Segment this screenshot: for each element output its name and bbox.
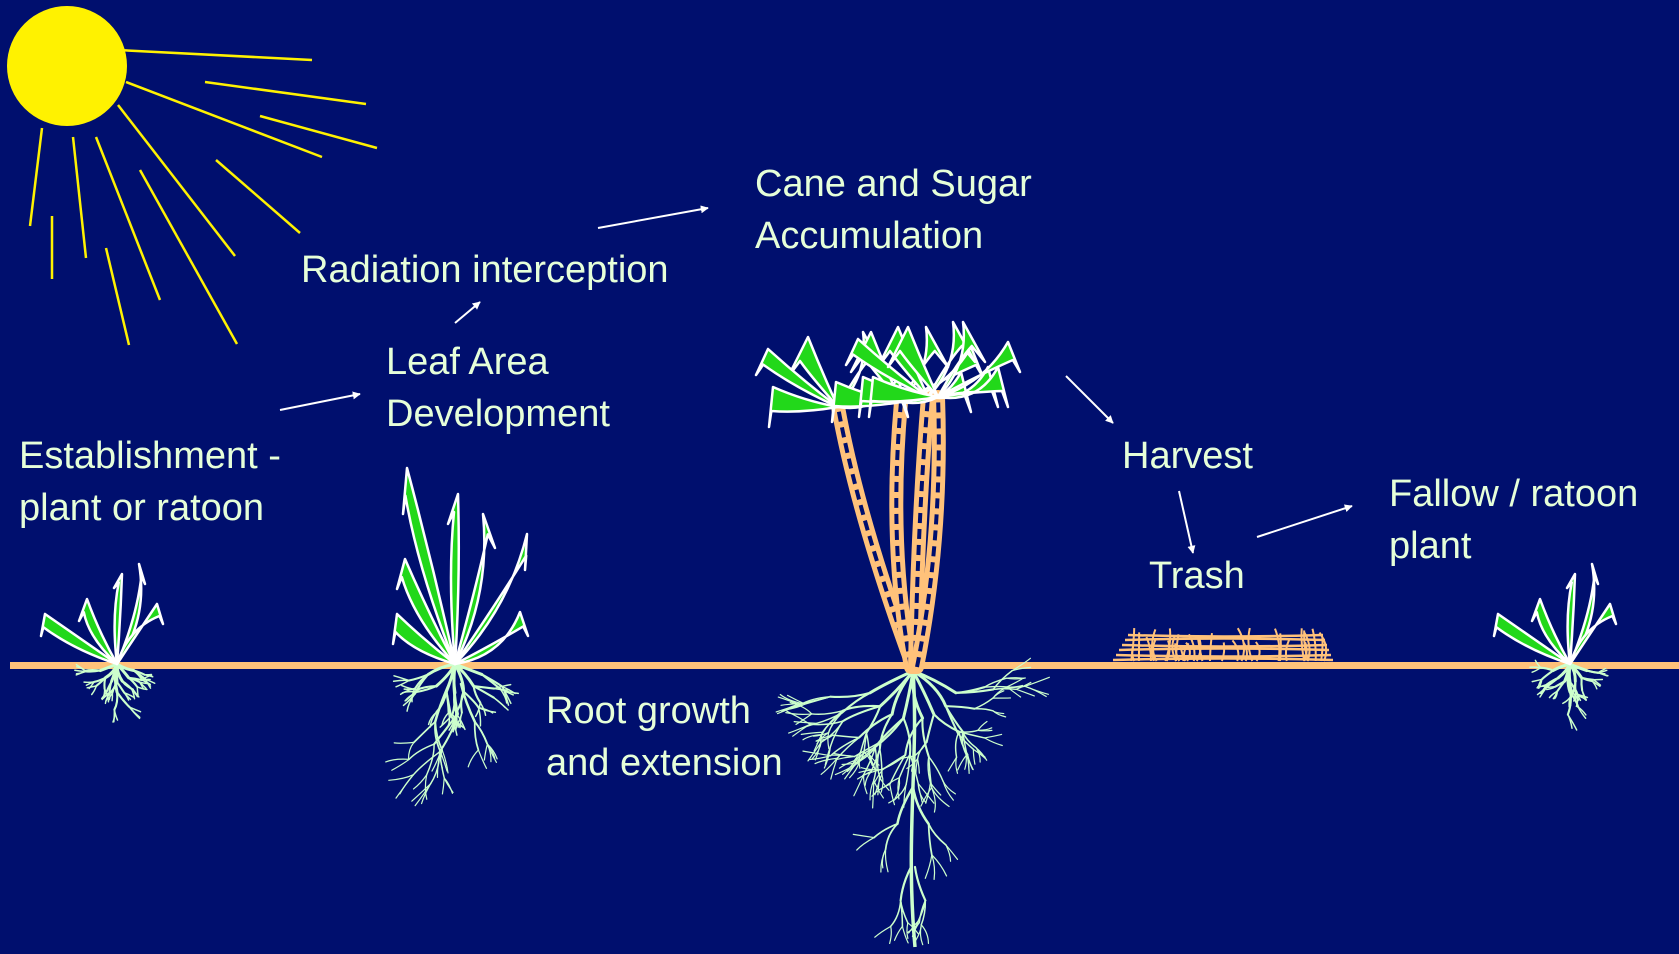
root (1581, 678, 1582, 690)
establishment-label: Establishment - plant or ratoon (19, 430, 281, 534)
trash-leaf (1280, 633, 1281, 661)
harvest-label: Harvest (1122, 430, 1253, 482)
leaf-area-label-line-2: Development (386, 388, 610, 440)
root-growth-label-line-1: Root growth (546, 685, 783, 737)
leaf-area-label-line-1: Leaf Area (386, 336, 610, 388)
sun-icon (7, 6, 127, 126)
establishment-label-line-1: Establishment - (19, 430, 281, 482)
cane-sugar-label-line-1: Cane and Sugar (755, 158, 1032, 210)
leaf-area-label: Leaf Area Development (386, 336, 610, 440)
root (1006, 678, 1023, 679)
root (394, 742, 414, 743)
fallow-label-line-1: Fallow / ratoon (1389, 468, 1638, 520)
root-growth-label: Root growth and extension (546, 685, 783, 789)
trash-label: Trash (1149, 550, 1245, 602)
root (137, 687, 138, 697)
root (993, 689, 1016, 690)
fallow-label: Fallow / ratoon plant (1389, 468, 1638, 572)
establishment-label-line-2: plant or ratoon (19, 482, 281, 534)
root (1530, 667, 1541, 668)
root-growth-label-line-2: and extension (546, 737, 783, 789)
root (86, 671, 100, 672)
cane-sugar-label: Cane and Sugar Accumulation (755, 158, 1032, 262)
cane-sugar-label-line-2: Accumulation (755, 210, 1032, 262)
fallow-label-line-2: plant (1389, 520, 1638, 572)
root (115, 664, 117, 692)
ground-line (10, 662, 1679, 669)
radiation-label: Radiation interception (301, 244, 669, 296)
